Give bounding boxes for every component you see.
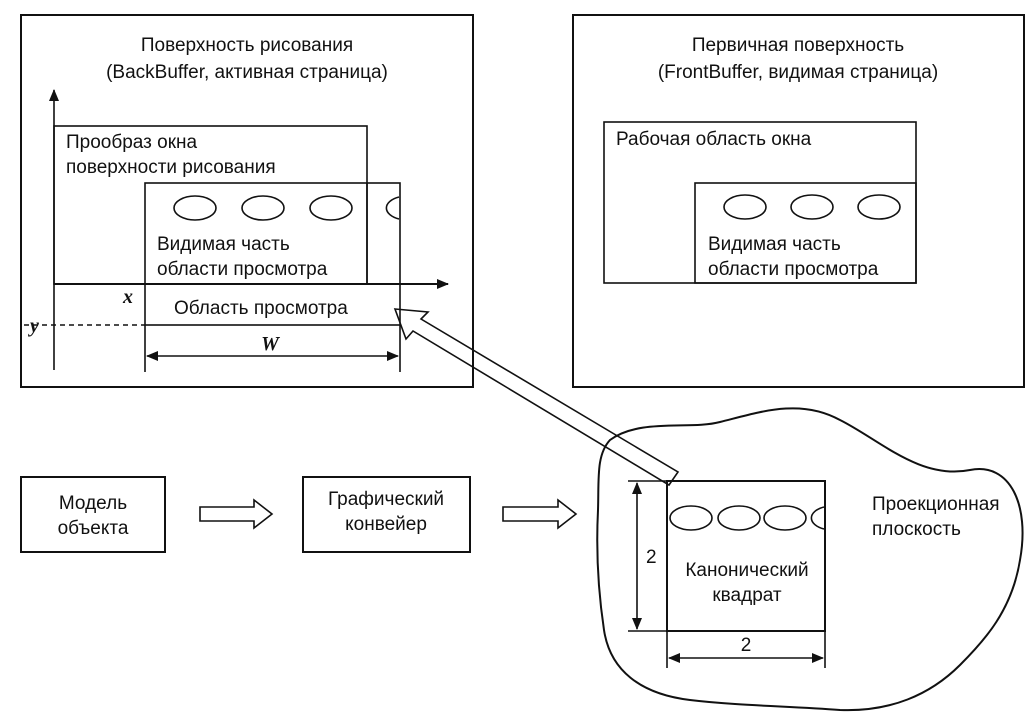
window-image-label-line1: Прообраз окна — [66, 132, 198, 153]
width-label: 2 — [741, 635, 752, 656]
object-ellipse — [723, 194, 767, 220]
front-buffer-title-line2: (FrontBuffer, видимая страница) — [658, 62, 938, 83]
canonical-square — [666, 480, 826, 632]
back-buffer-panel: Поверхность рисования (BackBuffer, актив… — [20, 14, 474, 388]
graphics-pipeline-label-line1: Графический — [328, 489, 444, 510]
object-ellipse-clipped — [385, 196, 400, 220]
client-area-label: Рабочая область окна — [616, 129, 812, 150]
front-buffer-title-line1: Первичная поверхность — [692, 35, 904, 56]
graphics-pipeline-label-line2: конвейер — [345, 514, 427, 535]
y-label: y — [28, 315, 39, 337]
object-ellipse — [241, 195, 285, 221]
back-buffer-title-line1: Поверхность рисования — [141, 35, 353, 56]
viewport-label: Область просмотра — [174, 298, 348, 319]
projection-plane-label-line2: плоскость — [872, 519, 961, 540]
canonical-square-label-line2: квадрат — [712, 585, 782, 606]
back-buffer-frame — [20, 14, 474, 388]
back-buffer-title-line2: (BackBuffer, активная страница) — [106, 62, 388, 83]
object-model-label-line2: объекта — [58, 518, 129, 539]
front-visible-part-label-line2: области просмотра — [708, 259, 879, 280]
projection-plane-label-line1: Проекционная — [872, 494, 1000, 515]
graphics-pipeline-box — [302, 476, 471, 553]
object-ellipse — [717, 505, 761, 531]
front-viewport-rect — [694, 182, 917, 284]
front-buffer-panel: Первичная поверхность (FrontBuffer, види… — [572, 14, 1025, 388]
object-ellipse — [857, 194, 901, 220]
object-ellipse — [669, 505, 713, 531]
x-label: x — [122, 286, 133, 308]
object-ellipse — [790, 194, 834, 220]
front-buffer-frame — [572, 14, 1025, 388]
front-visible-part-label-line1: Видимая часть — [708, 234, 841, 255]
viewport-rect — [144, 182, 401, 326]
projection-plane-blob — [596, 407, 1024, 712]
w-label: W — [261, 333, 280, 355]
object-ellipse-clipped — [810, 506, 825, 530]
visible-part-label-line1: Видимая часть — [157, 234, 290, 255]
height-label: 2 — [646, 547, 657, 568]
pipeline-row: Модель объекта Графический конвейер — [20, 476, 578, 553]
mapping-hollow-arrow-icon — [393, 308, 680, 487]
canonical-square-label-line1: Канонический — [685, 560, 808, 581]
object-ellipse — [763, 505, 807, 531]
hollow-arrow-icon — [199, 498, 274, 530]
visible-part-label-line2: области просмотра — [157, 259, 328, 280]
object-model-box — [20, 476, 166, 553]
window-image-label-line2: поверхности рисования — [66, 157, 276, 178]
object-model-label-line1: Модель — [59, 493, 127, 514]
hollow-arrow-icon — [502, 498, 578, 530]
projection-plane: Проекционная плоскость Канонический квад… — [596, 407, 1024, 712]
object-ellipse — [309, 195, 353, 221]
object-ellipse — [173, 195, 217, 221]
